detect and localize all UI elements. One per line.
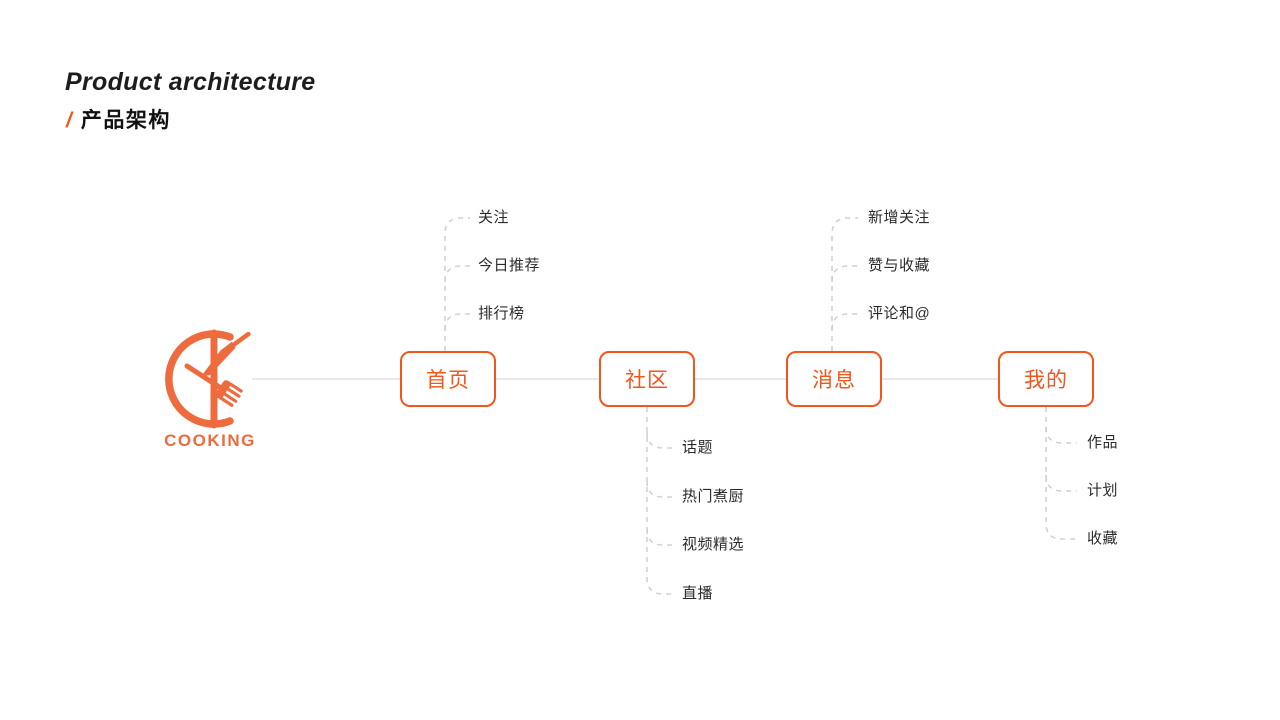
logo-wordmark: COOKING	[164, 431, 256, 450]
leaf-community-2: 视频精选	[682, 536, 745, 553]
page-title: Product architecture	[65, 68, 316, 96]
subtitle-text: 产品架构	[80, 109, 171, 132]
fork-icon	[184, 363, 243, 407]
leaf-messages-1: 赞与收藏	[868, 257, 931, 274]
logo-c-arc	[165, 330, 234, 428]
leaf-mine-1: 计划	[1087, 482, 1119, 499]
node-community: 社区	[599, 351, 695, 407]
leaf-messages-0: 新增关注	[868, 209, 931, 226]
page-subtitle: / 产品架构	[66, 104, 171, 134]
node-messages: 消息	[786, 351, 882, 407]
leaf-community-1: 热门煮厨	[682, 488, 745, 505]
subtitle-slash: /	[66, 109, 72, 132]
leaf-home-2: 排行榜	[478, 305, 525, 322]
node-mine: 我的	[998, 351, 1094, 407]
branch-lines	[444, 217, 1077, 595]
leaf-community-0: 话题	[682, 439, 714, 456]
leaf-mine-0: 作品	[1087, 434, 1119, 451]
leaf-community-3: 直播	[682, 585, 714, 602]
knife-icon	[201, 331, 251, 376]
node-home: 首页	[400, 351, 496, 407]
leaf-mine-2: 收藏	[1087, 530, 1119, 547]
cooking-logo-icon	[165, 329, 251, 429]
leaf-home-1: 今日推荐	[478, 257, 541, 274]
leaf-home-0: 关注	[478, 209, 510, 226]
leaf-messages-2: 评论和@	[868, 305, 931, 322]
